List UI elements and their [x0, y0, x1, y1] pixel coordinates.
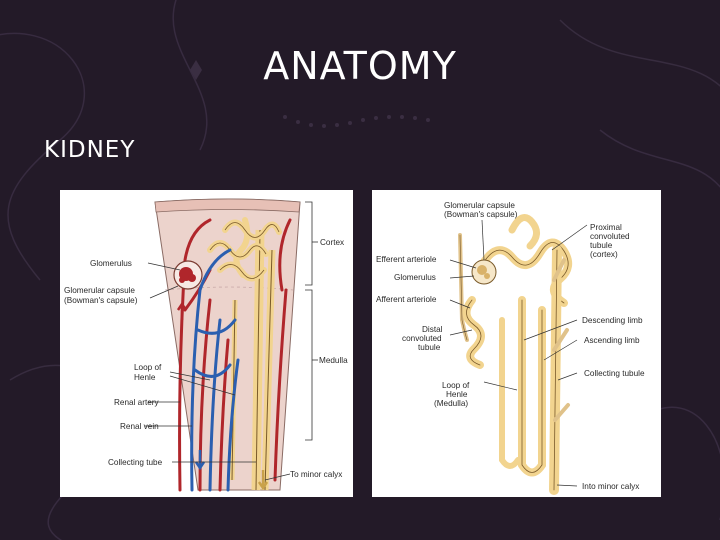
label-loop-of: Loop of: [134, 363, 162, 372]
label-bowmans-capsule: (Bowman's capsule): [64, 296, 138, 305]
label-glomerulus: Glomerulus: [394, 273, 436, 282]
label-renal-artery: Renal artery: [114, 398, 160, 407]
label-glomerulus: Glomerulus: [90, 259, 132, 268]
slide-subtitle: KIDNEY: [44, 137, 135, 163]
label-glomerular-capsule: Glomerular capsule: [64, 286, 135, 295]
label-minor-calyx: To minor calyx: [290, 470, 342, 479]
label-bowmans-capsule: (Bowman's capsule): [444, 210, 518, 219]
label-ascending-limb: Ascending limb: [584, 336, 640, 345]
nephron-tubule: [460, 218, 568, 491]
label-medulla: (Medulla): [434, 399, 468, 408]
label-henle: Henle: [446, 390, 468, 399]
label-proximal-convoluted: convoluted: [590, 232, 630, 241]
label-minor-calyx: Into minor calyx: [582, 482, 639, 491]
label-henle: Henle: [134, 373, 156, 382]
nephron-diagram: Glomerular capsule (Bowman's capsule) Pr…: [372, 190, 661, 497]
label-proximal-tubule: tubule: [590, 241, 613, 250]
label-glomerular-capsule: Glomerular capsule: [444, 201, 515, 210]
label-proximal-cortex: (cortex): [590, 250, 618, 259]
label-renal-vein: Renal vein: [120, 422, 159, 431]
label-descending-limb: Descending limb: [582, 316, 643, 325]
glomerulus-drawing: [174, 261, 202, 289]
label-medulla: Medulla: [319, 356, 348, 365]
slide-title: ANATOMY: [0, 44, 720, 88]
label-collecting-tube: Collecting tube: [108, 458, 163, 467]
label-cortex: Cortex: [320, 238, 344, 247]
label-efferent-arteriole: Efferent arteriole: [376, 255, 437, 264]
glomerulus-drawing: [472, 260, 496, 284]
label-loop-of: Loop of: [442, 381, 470, 390]
label-collecting-tubule: Collecting tubule: [584, 369, 645, 378]
label-proximal: Proximal: [590, 223, 622, 232]
label-distal: Distal: [422, 325, 443, 334]
label-distal-tubule: tubule: [418, 343, 441, 352]
kidney-section-diagram: Cortex Glomerulus Glomerular capsule (Bo…: [60, 190, 353, 497]
label-afferent-arteriole: Afferent arteriole: [376, 295, 437, 304]
label-distal-convoluted: convoluted: [402, 334, 442, 343]
